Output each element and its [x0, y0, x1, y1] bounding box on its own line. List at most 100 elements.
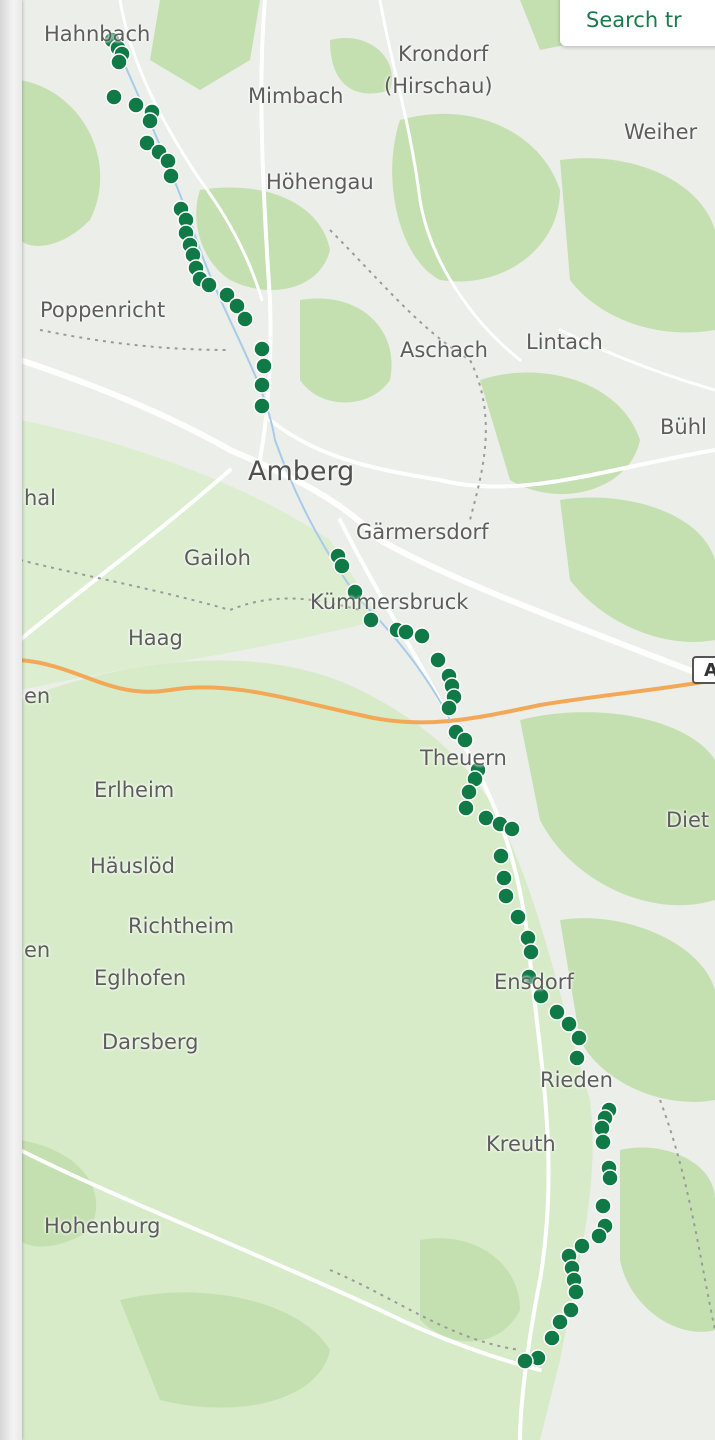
route-point[interactable] [594, 1133, 612, 1151]
route-point[interactable] [520, 968, 538, 986]
boundary-line [39, 329, 231, 351]
route-point[interactable] [236, 310, 254, 328]
place-label: Höhengau [266, 170, 374, 194]
place-label: Hahnbach [44, 22, 151, 46]
road [118, 0, 264, 302]
road [17, 357, 715, 683]
route-point[interactable] [362, 611, 380, 629]
place-label: Bühl [660, 415, 707, 439]
boundary-line [329, 1269, 521, 1351]
place-label: (Hirschau) [384, 74, 493, 98]
motorway [19, 658, 715, 725]
route-point[interactable] [532, 987, 550, 1005]
route-point[interactable] [497, 887, 515, 905]
route-point[interactable] [516, 1352, 534, 1370]
place-label: Gärmersdorf [356, 520, 489, 544]
route-point[interactable] [590, 1227, 608, 1245]
route-point[interactable] [519, 929, 537, 947]
route-point[interactable] [138, 134, 156, 152]
side-panel-edge [0, 0, 22, 1440]
route-point[interactable] [543, 1329, 561, 1347]
route-point[interactable] [509, 908, 527, 926]
route-point[interactable] [495, 869, 513, 887]
place-label: Erlheim [94, 778, 175, 802]
route-point[interactable] [162, 167, 180, 185]
place-label: Kümmersbruck [310, 590, 469, 614]
route-point[interactable] [560, 1015, 578, 1033]
forest-area [560, 158, 715, 333]
route-point[interactable] [594, 1197, 612, 1215]
forest-area [560, 497, 715, 642]
route-point[interactable] [333, 557, 351, 575]
route-point[interactable] [456, 731, 474, 749]
route-point[interactable] [460, 783, 478, 801]
route-point[interactable] [105, 88, 123, 106]
route-point[interactable] [346, 583, 364, 601]
place-label: Richtheim [128, 914, 235, 938]
place-label: Haag [128, 626, 183, 650]
land-area [20, 420, 380, 690]
route-point[interactable] [200, 276, 218, 294]
route-point[interactable] [567, 1283, 585, 1301]
place-label: Rieden [540, 1068, 613, 1092]
route-point[interactable] [413, 627, 431, 645]
place-label: Darsberg [102, 1030, 199, 1054]
boundary-line [659, 1099, 715, 1331]
place-label: en [24, 938, 51, 962]
route-point[interactable] [548, 1003, 566, 1021]
route-point[interactable] [457, 799, 475, 817]
route-point[interactable] [492, 847, 510, 865]
road [268, 418, 715, 489]
route-point[interactable] [503, 820, 521, 838]
forest-area [196, 187, 330, 290]
route-point[interactable] [159, 152, 177, 170]
road [18, 1148, 542, 1372]
place-label: Lintach [526, 330, 603, 354]
place-label: Ensdorf [494, 970, 574, 994]
place-label: Poppenricht [40, 298, 166, 322]
route-point[interactable] [228, 297, 246, 315]
road [18, 468, 232, 642]
forest-area [20, 1140, 97, 1247]
forest-area [620, 1147, 715, 1332]
route-point[interactable] [551, 1313, 569, 1331]
route-point[interactable] [429, 651, 447, 669]
forest-area [150, 0, 260, 90]
route-point[interactable] [253, 397, 271, 415]
forest-area [520, 712, 715, 906]
road [558, 328, 715, 392]
place-label: Weiher [624, 120, 698, 144]
forest-area [20, 80, 101, 246]
route-point[interactable] [218, 286, 236, 304]
route-point[interactable] [562, 1301, 580, 1319]
forest-area [480, 372, 640, 495]
place-label: en [24, 684, 51, 708]
route-point[interactable] [127, 96, 145, 114]
route-point[interactable] [522, 943, 540, 961]
forest-area [330, 38, 392, 94]
route-point[interactable] [110, 53, 128, 71]
route-point[interactable] [568, 1049, 586, 1067]
route-point[interactable] [440, 699, 458, 717]
motorway-badge: A [692, 656, 715, 684]
route-point[interactable] [255, 357, 273, 375]
road [378, 0, 522, 362]
search-button[interactable]: Search tr [560, 0, 715, 46]
route-point[interactable] [570, 1029, 588, 1047]
place-label: Gailoh [184, 546, 251, 570]
route-point[interactable] [573, 1237, 591, 1255]
place-label: Diet [666, 808, 710, 832]
place-label: Aschach [400, 338, 488, 362]
place-label: Eglhofen [94, 966, 187, 990]
place-label: Amberg [248, 456, 355, 487]
route-point[interactable] [253, 340, 271, 358]
boundary-line [19, 559, 361, 612]
route-point[interactable] [397, 623, 415, 641]
route-point[interactable] [601, 1169, 619, 1187]
route-point[interactable] [253, 376, 271, 394]
route-point[interactable] [141, 112, 159, 130]
forest-area [420, 1238, 520, 1342]
forest-area [392, 113, 560, 282]
place-label: Krondorf [398, 42, 489, 66]
